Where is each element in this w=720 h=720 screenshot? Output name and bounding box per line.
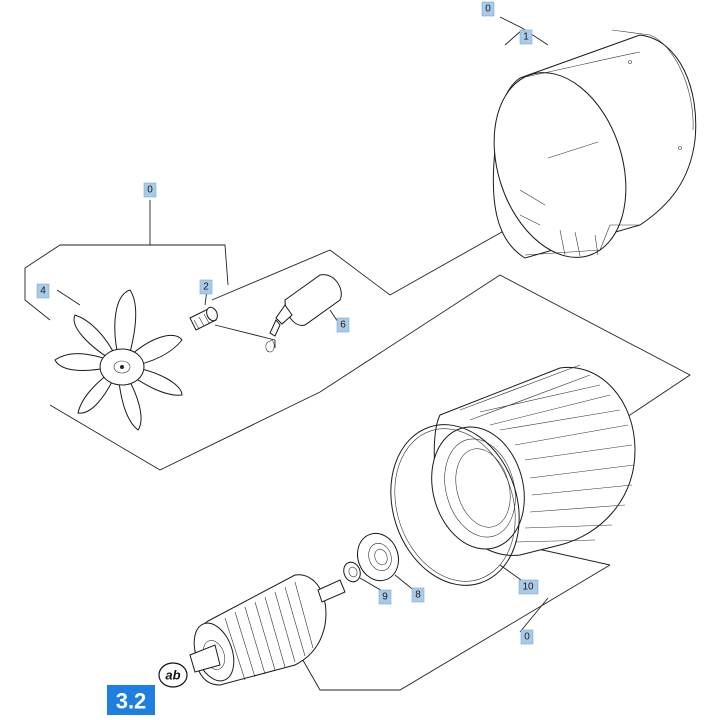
fan-part bbox=[54, 289, 183, 431]
screw-part bbox=[189, 306, 218, 331]
callout-washer-label: 9 bbox=[382, 592, 388, 603]
section-badge: 3.2 bbox=[107, 685, 155, 715]
callout-bearing: 8 bbox=[411, 587, 425, 603]
callout-group-fan-label: 0 bbox=[147, 185, 153, 196]
ab-symbol: ab bbox=[158, 662, 188, 688]
washer-part bbox=[343, 561, 361, 583]
adhesive-bottle-part bbox=[265, 274, 342, 353]
housing-sleeve-part bbox=[492, 29, 697, 259]
callout-fan: 4 bbox=[36, 283, 50, 299]
callout-stator: 10 bbox=[518, 579, 539, 595]
callout-housing-sleeve-label: 1 bbox=[523, 32, 529, 43]
callout-housing-sleeve: 1 bbox=[519, 29, 533, 45]
callout-group-bottom: 0 bbox=[520, 629, 534, 645]
stator-part bbox=[390, 364, 636, 586]
callout-group-fan: 0 bbox=[143, 182, 157, 198]
callout-group-bottom-label: 0 bbox=[524, 632, 530, 643]
callout-washer: 9 bbox=[378, 589, 392, 605]
callout-group-top-label: 0 bbox=[485, 4, 491, 15]
callout-fan-label: 4 bbox=[40, 286, 46, 297]
callout-group-top: 0 bbox=[481, 1, 495, 17]
callout-stator-label: 10 bbox=[522, 582, 534, 593]
bearing-part bbox=[356, 532, 400, 582]
callout-adhesive: 6 bbox=[336, 317, 350, 333]
callout-screw: 2 bbox=[199, 279, 213, 295]
section-badge-label: 3.2 bbox=[116, 689, 147, 714]
callout-adhesive-label: 6 bbox=[340, 320, 346, 331]
callout-screw-label: 2 bbox=[203, 282, 209, 293]
ab-symbol-label: ab bbox=[165, 668, 180, 683]
rotor-part bbox=[189, 574, 346, 686]
callout-bearing-label: 8 bbox=[415, 590, 421, 601]
